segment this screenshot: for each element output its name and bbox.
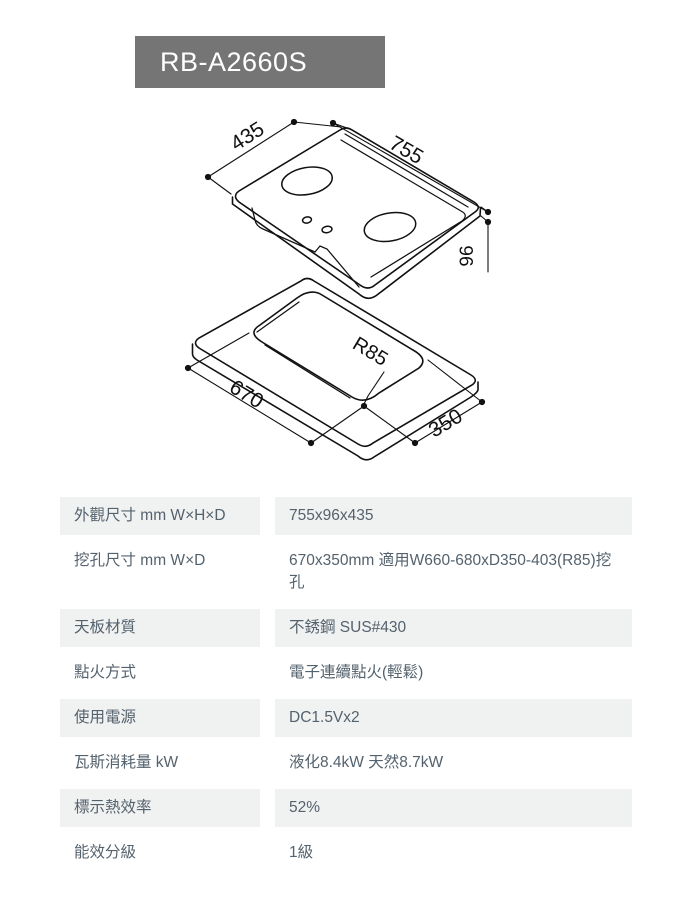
spec-table: 外觀尺寸 mm W×H×D 755x96x435 挖孔尺寸 mm W×D 670…: [60, 497, 632, 879]
table-row: 標示熱效率 52%: [60, 789, 632, 827]
cutout-dimensions: 670 350: [184, 332, 486, 447]
table-row: 外觀尺寸 mm W×H×D 755x96x435: [60, 497, 632, 535]
knob-right: [321, 225, 333, 234]
spec-value: 液化8.4kW 天然8.7kW: [289, 754, 444, 771]
table-row: 點火方式 電子連續點火(輕鬆): [60, 654, 632, 692]
dim-label-cutout-depth: 350: [425, 405, 467, 443]
spec-label: 使用電源: [60, 699, 260, 737]
spec-value: 755x96x435: [275, 497, 632, 535]
dim-label-radius: R85: [349, 333, 392, 371]
spec-value: 52%: [275, 789, 632, 827]
spec-value: 1級: [289, 844, 314, 861]
table-row: 天板材質 不銹鋼 SUS#430: [60, 609, 632, 647]
table-row: 能效分級 1級: [60, 834, 632, 872]
model-title: RB-A2660S: [135, 36, 385, 88]
cooktop-technical-drawing: 435 755 96 R85: [184, 117, 492, 461]
spec-label: 點火方式: [74, 664, 137, 681]
burner-left: [281, 166, 333, 196]
spec-value: 不銹鋼 SUS#430: [275, 609, 632, 647]
spec-label: 外觀尺寸 mm W×H×D: [60, 497, 260, 535]
spec-value: DC1.5Vx2: [275, 699, 632, 737]
table-row: 挖孔尺寸 mm W×D 670x350mm 適用W660-680xD350-40…: [60, 542, 632, 602]
dim-label-depth: 435: [227, 117, 269, 155]
spec-label: 挖孔尺寸 mm W×D: [74, 552, 206, 569]
table-row: 瓦斯消耗量 kW 液化8.4kW 天然8.7kW: [60, 744, 632, 782]
table-row: 使用電源 DC1.5Vx2: [60, 699, 632, 737]
dim-label-width: 755: [385, 132, 427, 169]
spec-label: 能效分級: [74, 844, 137, 861]
dim-label-height: 96: [457, 245, 478, 266]
burner-right: [363, 211, 417, 243]
spec-label: 天板材質: [60, 609, 260, 647]
spec-label: 瓦斯消耗量 kW: [74, 754, 179, 771]
spec-label: 標示熱效率: [60, 789, 260, 827]
knob-left: [301, 216, 313, 224]
spec-value: 670x350mm 適用W660-680xD350-403(R85)挖孔: [289, 552, 612, 591]
cooktop-top-view: [231, 127, 482, 300]
spec-value: 電子連續點火(輕鬆): [289, 664, 424, 681]
